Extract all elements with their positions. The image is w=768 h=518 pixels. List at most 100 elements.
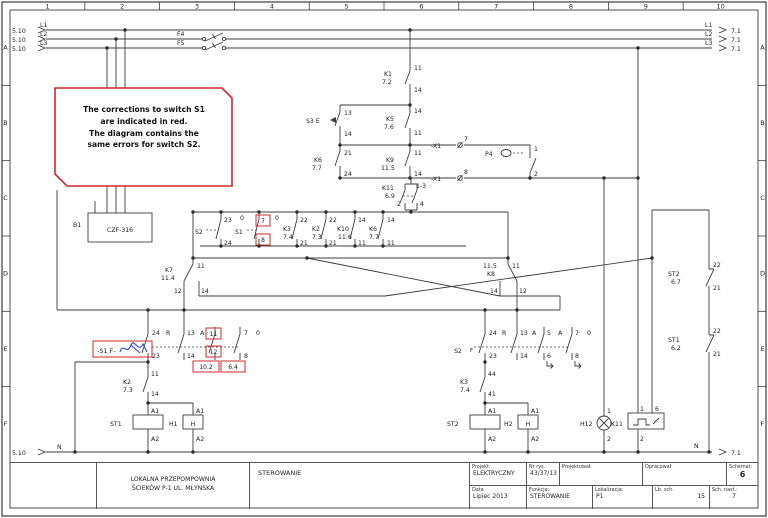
- schematic-label: 14: [387, 217, 395, 224]
- schematic-label: L1: [705, 22, 712, 29]
- ruler-column-label: 3: [195, 3, 199, 11]
- junction-dot: [305, 256, 309, 260]
- schematic-label: 24: [152, 330, 160, 337]
- ruler-column-label: 1: [45, 3, 49, 11]
- schematic-label: 14: [490, 288, 498, 295]
- schematic-label: B1: [73, 222, 81, 229]
- junction-dot: [191, 210, 195, 214]
- junction-dot: [515, 308, 519, 312]
- schematic-label: 14: [201, 288, 209, 295]
- schematic-label: K1: [384, 71, 392, 78]
- projektowal-label: Projektował:: [562, 464, 592, 470]
- red-correction-label: 7: [261, 218, 265, 225]
- junction-dot: [483, 360, 487, 364]
- schematic-label: L2: [705, 31, 712, 38]
- schematic-label: L2: [40, 31, 47, 38]
- junction-dot: [146, 401, 150, 405]
- ruler-row-label-left: B: [3, 119, 7, 127]
- schematic-label: 23: [224, 217, 232, 224]
- junction-dot: [636, 46, 640, 50]
- red-correction-label: 8: [261, 237, 265, 244]
- correction-note-box: [54, 87, 233, 187]
- schematic-label: 13: [187, 330, 195, 337]
- schematic-label: ST2: [447, 421, 459, 428]
- nr-rys-label: Nr rys.: [529, 464, 546, 470]
- lamp-h2-box: [517, 414, 539, 430]
- lokalizacja-cell: Lokalizacja: P1: [593, 486, 653, 509]
- schematic-label: 7.2: [382, 79, 392, 86]
- schemat-cell: Schemat: 6: [727, 463, 758, 486]
- schematic-label: 11: [414, 65, 422, 72]
- schematic-label: 7.1: [731, 450, 741, 457]
- ruler-row-label-right: D: [760, 269, 765, 277]
- schematic-label: K10: [337, 226, 349, 233]
- data-label: Data: [472, 487, 484, 493]
- schematic-label: 7: [575, 330, 579, 337]
- schematic-label: 11.4: [161, 275, 175, 282]
- schematic-label: 4: [420, 201, 424, 208]
- schematic-label: 7: [464, 136, 468, 143]
- schematic-label: L3: [705, 40, 712, 47]
- station-name-cell: LOKALNA PRZEPOMPOWNIA ŚCIEKÓW P-1 UL. MŁ…: [97, 463, 250, 509]
- junction-dot: [146, 360, 150, 364]
- junction-dot: [636, 176, 640, 180]
- schematic-label: 14: [414, 171, 422, 178]
- schematic-label: F: [470, 348, 473, 354]
- junction-dot: [506, 256, 510, 260]
- schematic-label: 24: [344, 171, 352, 178]
- ruler-column-label: 8: [569, 3, 573, 11]
- schematic-label: 1: [607, 408, 611, 415]
- projekt-label: Projekt:: [472, 464, 491, 470]
- schematic-label: 11.5: [381, 165, 395, 172]
- junction-dot: [650, 256, 654, 260]
- note-line: same errors for switch S2.: [87, 140, 201, 150]
- junction-dot: [295, 244, 299, 248]
- schematic-label: 14: [358, 217, 366, 224]
- opracowal-label: Opracował:: [645, 464, 673, 470]
- schematic-label: 14: [151, 391, 159, 398]
- schematic-label: L1: [40, 22, 47, 29]
- sch-nast-value: 7: [732, 493, 736, 500]
- station-line2: ŚCIEKÓW P-1 UL. MŁYNSKA: [131, 485, 215, 493]
- schematic-label: 1: [640, 406, 644, 413]
- schematic-label: F5: [177, 40, 185, 47]
- red-correction-box: [205, 345, 222, 358]
- junction-dot: [526, 450, 530, 454]
- junction-dot: [191, 256, 195, 260]
- schematic-label: 1: [534, 146, 538, 153]
- schematic-label: L3: [40, 40, 47, 47]
- sch-nast-label: Sch. nast.:: [712, 487, 738, 493]
- junction-dot: [483, 450, 487, 454]
- ruler-column-label: 7: [494, 3, 498, 11]
- data-value: Lipiec 2013: [473, 493, 508, 500]
- schematic-label: 14: [187, 353, 195, 360]
- red-correction-label: 12: [210, 349, 218, 356]
- schematic-label: 21: [713, 351, 721, 358]
- junction-dot: [636, 450, 640, 454]
- junction-dot: [409, 210, 413, 214]
- schematic-label: A1: [196, 408, 204, 415]
- schematic-label: H: [526, 421, 531, 428]
- schematic-label: CZF-316: [107, 227, 133, 234]
- schematic-label: 11: [414, 150, 422, 157]
- schematic-label: 0: [275, 215, 279, 222]
- schematic-label: H: [191, 421, 196, 428]
- schematic-label: 2: [534, 171, 538, 178]
- handwritten-correction-icon: [119, 342, 148, 354]
- schematic-label: P4: [485, 151, 493, 158]
- schematic-label: A: [558, 330, 563, 337]
- junction-dot: [408, 143, 412, 147]
- schematic-label: 21: [329, 240, 337, 247]
- schematic-label: 11: [512, 263, 520, 270]
- impulse-relay-k11-box: [627, 412, 665, 430]
- schematic-label: 5.10: [12, 37, 26, 44]
- note-line: The corrections to switch S1: [83, 105, 205, 114]
- junction-dot: [191, 450, 195, 454]
- schematic-label: 5.10: [12, 46, 26, 53]
- ruler-row-label-left: C: [3, 194, 8, 202]
- schematic-label: 7.6: [384, 124, 394, 131]
- float-switch-icon: [500, 149, 512, 157]
- schematic-label: 22: [713, 262, 721, 269]
- schematic-label: K6: [314, 157, 322, 164]
